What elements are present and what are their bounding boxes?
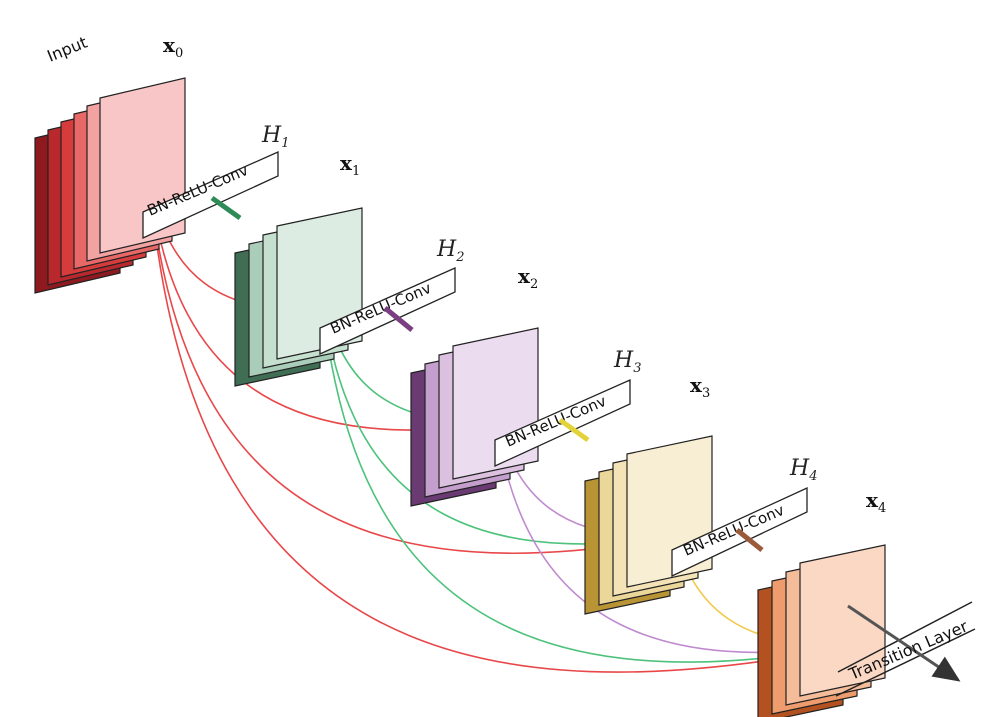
- x-label-1: x1: [340, 151, 360, 179]
- x-sub-2: 2: [530, 277, 538, 292]
- h-sub-1: 1: [281, 136, 289, 151]
- x-label-3: x3: [690, 373, 710, 401]
- connector-3: [558, 417, 590, 443]
- x-label-2: x2: [518, 264, 538, 292]
- feature-map-stages: x0BN-ReLU-ConvH1x1BN-ReLU-ConvH2x2BN-ReL…: [34, 33, 886, 717]
- h-label-4: H4: [789, 456, 817, 484]
- connector-1: [210, 195, 242, 221]
- skip-arc-x0-to-h4: [147, 154, 886, 673]
- input-label: Input: [44, 33, 90, 66]
- h-label-3: H3: [613, 348, 641, 376]
- h-label-2: H2: [436, 237, 464, 265]
- connector-2: [383, 306, 414, 332]
- x-sub-0: 0: [175, 46, 183, 61]
- conv-box-1: [142, 150, 279, 240]
- connector-4: [735, 528, 764, 552]
- x-label-4: x4: [866, 488, 886, 516]
- x-label-0: x0: [163, 33, 183, 61]
- h-sub-2: 2: [455, 250, 464, 265]
- h-sub-4: 4: [808, 469, 817, 484]
- h-sub-3: 3: [633, 361, 641, 376]
- skip-connection-arcs: [147, 154, 886, 673]
- h-label-1: H1: [261, 123, 289, 151]
- feature-map-3-layer-3: [626, 435, 713, 588]
- x-sub-3: 3: [702, 386, 710, 401]
- stage-0: x0: [34, 33, 186, 294]
- x-sub-1: 1: [352, 164, 360, 179]
- x-sub-4: 4: [878, 501, 886, 516]
- transition-arrow: [847, 604, 961, 682]
